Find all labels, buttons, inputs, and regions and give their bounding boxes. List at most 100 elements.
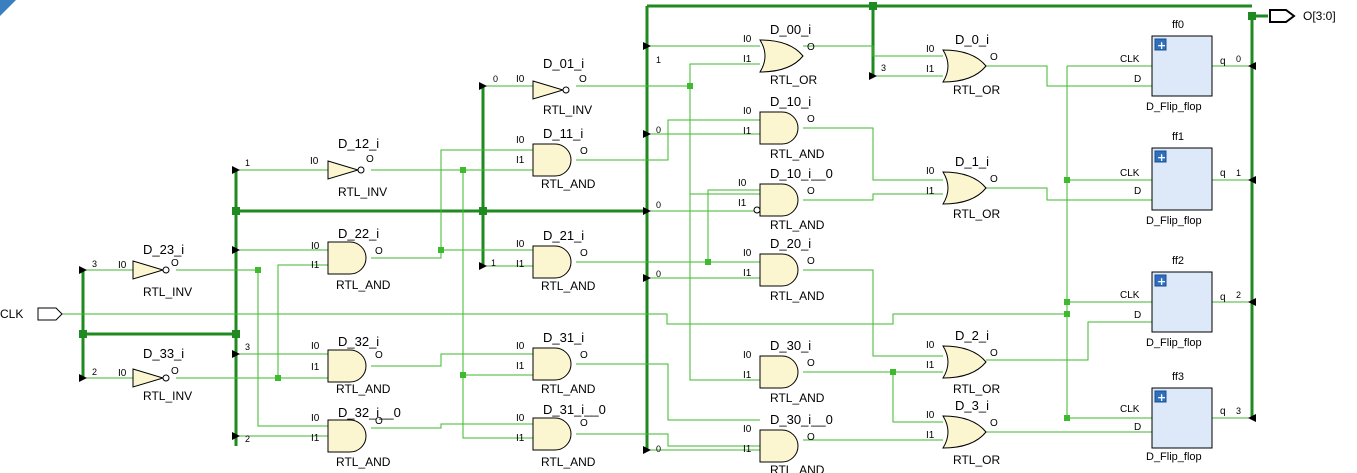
instance-name: ff3 <box>1172 371 1184 383</box>
and-gate-d-21-i[interactable]: I0 I1 O D_21_i RTL_AND <box>516 228 596 293</box>
and-gate-d-31-i[interactable]: I0 I1 O D_31_i RTL_AND <box>516 330 596 396</box>
pin-i0: I0 <box>743 350 752 361</box>
cell-type: RTL_OR <box>770 73 817 87</box>
and-gate-d-30-i[interactable]: I0 I1 O D_30_i RTL_AND <box>743 338 825 405</box>
instance-name: D_00_i <box>770 22 811 37</box>
plus-icon <box>1154 390 1167 403</box>
nets <box>62 45 1252 451</box>
and-gate-d-10-i[interactable]: I0 I1 O D_10_i RTL_AND <box>743 94 825 161</box>
bit-label: 0 <box>1236 54 1241 64</box>
pin-o: O <box>990 418 998 429</box>
and-gate-d-22-i[interactable]: I0 I1 O D_22_i RTL_AND <box>311 226 391 292</box>
pin-i0: I0 <box>311 413 320 424</box>
inverter-d-01-i[interactable]: I0 O D_01_i RTL_INV <box>516 56 592 117</box>
clk-port-label: CLK <box>0 307 23 321</box>
pin-d: D <box>1134 74 1141 85</box>
instance-name: D_21_i <box>543 228 584 243</box>
cell-type: RTL_AND <box>541 177 596 191</box>
output-port[interactable]: O[3:0] <box>1269 9 1336 23</box>
pin-clk: CLK <box>1120 404 1140 415</box>
corner-marker <box>0 0 16 16</box>
and-gate-d-11-i[interactable]: I0 I1 O D_11_i RTL_AND <box>516 126 596 191</box>
pin-i0: I0 <box>743 248 752 259</box>
instance-name: D_2_i <box>955 328 989 343</box>
instance-name: ff2 <box>1172 255 1184 267</box>
flip-flop-ff3[interactable]: + CLK D q ff3 D_Flip_flop <box>1120 371 1226 463</box>
or-gate-d-1-i[interactable]: I0 I1 O D_1_i RTL_OR <box>926 154 1000 221</box>
bit-label: 1 <box>656 55 661 65</box>
pin-i1: I1 <box>926 186 935 197</box>
cell-type: RTL_AND <box>770 463 825 473</box>
and-gate-d-31-i-0[interactable]: I0 I1 O D_31_i__0 RTL_AND <box>516 402 606 469</box>
plus-icon <box>1154 38 1167 51</box>
pin-i0: I0 <box>516 239 525 250</box>
pin-i0: I0 <box>118 260 127 271</box>
and-gate-d-20-i[interactable]: I0 I1 O D_20_i RTL_AND <box>743 236 825 303</box>
cell-type: D_Flip_flop <box>1146 101 1202 113</box>
and-gate-d-32-i[interactable]: I0 I1 O D_32_i RTL_AND <box>311 334 391 396</box>
inverter-d-23-i[interactable]: I0 O D_23_i RTL_INV <box>118 242 192 299</box>
bus-rippers <box>79 42 1256 454</box>
cell-type: RTL_INV <box>143 285 192 299</box>
pin-i0: I0 <box>743 424 752 435</box>
pin-i0: I0 <box>743 34 752 45</box>
pin-i0: I0 <box>311 241 320 252</box>
pin-o: O <box>807 186 815 197</box>
pin-i0: I0 <box>516 135 525 146</box>
flip-flop-ff0[interactable]: + CLK D q ff0 D_Flip_flop <box>1120 19 1226 113</box>
clk-input-port[interactable]: CLK <box>0 307 63 321</box>
or-gate-d-00-i[interactable]: I0 I1 O D_00_i RTL_OR <box>743 22 817 87</box>
bit-label: 1 <box>1236 168 1241 178</box>
pin-o: O <box>990 52 998 63</box>
flip-flop-ff2[interactable]: + CLK D q ff2 D_Flip_flop <box>1120 255 1226 349</box>
output-port-label: O[3:0] <box>1303 9 1336 23</box>
pin-i0: I0 <box>516 413 525 424</box>
bit-label: 3 <box>881 63 886 73</box>
instance-name: D_30_i <box>770 338 811 353</box>
pin-q: q <box>1220 406 1226 417</box>
pin-i0: I0 <box>516 341 525 352</box>
cell-type: RTL_INV <box>143 389 192 403</box>
plus-icon <box>1154 150 1167 163</box>
bit-label: 1 <box>491 258 496 268</box>
pin-i1: I1 <box>743 268 752 279</box>
and-gate-d-32-i-0[interactable]: I0 I1 O D_32_i__0 RTL_AND <box>311 405 401 469</box>
cell-type: RTL_AND <box>336 278 391 292</box>
instance-name: D_31_i <box>543 330 584 345</box>
bit-label: 0 <box>656 200 661 210</box>
cell-type: D_Flip_flop <box>1146 451 1202 463</box>
or-gate-d-0-i[interactable]: I0 I1 O D_0_i RTL_OR <box>926 32 1000 97</box>
bit-label: 2 <box>92 367 97 377</box>
cell-type: RTL_AND <box>541 382 596 396</box>
pin-o: O <box>580 146 588 157</box>
pin-o: O <box>990 348 998 359</box>
pin-d: D <box>1134 186 1141 197</box>
cell-type: RTL_AND <box>770 218 825 232</box>
instance-name: D_12_i <box>338 136 379 151</box>
inverter-d-33-i[interactable]: I0 O D_33_i RTL_INV <box>118 346 192 403</box>
inverter-d-12-i[interactable]: I0 O D_12_i RTL_INV <box>310 136 387 199</box>
instance-name: D_31_i__0 <box>543 402 606 417</box>
and-gate-d-10-i-0[interactable]: I0 I1 O D_10_i__0 RTL_AND <box>738 166 833 232</box>
pin-o: O <box>579 74 587 85</box>
instance-name: D_33_i <box>143 346 184 361</box>
pin-i0: I0 <box>738 178 747 189</box>
or-gate-d-3-i[interactable]: I0 I1 O D_3_i RTL_OR <box>926 398 1000 467</box>
pin-o: O <box>580 350 588 361</box>
and-gate-d-30-i-0[interactable]: I0 I1 O D_30_i__0 RTL_AND <box>743 412 833 473</box>
or-gate-d-2-i[interactable]: I0 I1 O D_2_i RTL_OR <box>926 328 1000 396</box>
pin-i0: I0 <box>118 368 127 379</box>
pin-o: O <box>807 358 815 369</box>
bit-label: 0 <box>656 444 661 454</box>
pin-i1: I1 <box>743 444 752 455</box>
bit-label: 0 <box>656 125 661 135</box>
bit-label: 0 <box>493 74 498 84</box>
instance-name: D_3_i <box>955 398 989 413</box>
bit-label: 1 <box>245 158 250 168</box>
pin-i0: I0 <box>926 44 935 55</box>
instance-name: ff1 <box>1172 131 1184 143</box>
instance-name: D_30_i__0 <box>770 412 833 427</box>
pin-i0: I0 <box>516 74 525 85</box>
flip-flop-ff1[interactable]: + CLK D q ff1 D_Flip_flop <box>1120 131 1226 227</box>
pin-i1: I1 <box>926 64 935 75</box>
